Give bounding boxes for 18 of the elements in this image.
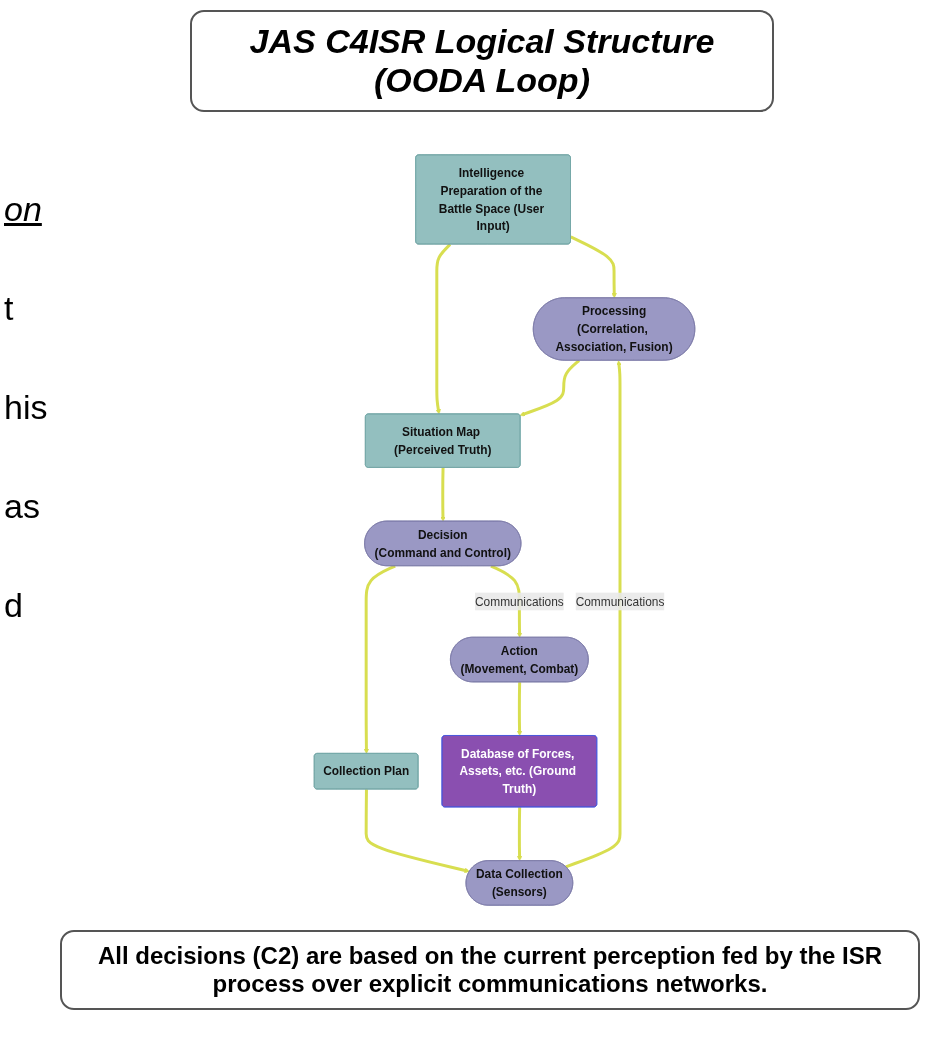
edge-label: Communications — [576, 594, 665, 609]
arrow — [517, 682, 523, 736]
cropped-text: his — [4, 388, 49, 427]
title-box: JAS C4ISR Logical Structure (OODA Loop) — [190, 10, 774, 112]
arrow — [435, 243, 452, 415]
cropped-text: on — [4, 190, 43, 229]
cropped-text: d — [4, 586, 24, 625]
arrow — [517, 807, 523, 862]
arrow — [364, 564, 397, 754]
arrow — [440, 467, 447, 522]
arrow — [565, 360, 623, 869]
arrow — [520, 359, 581, 417]
arrow — [570, 235, 618, 299]
cropped-text: as — [4, 487, 41, 526]
arrow — [365, 789, 471, 873]
cropped-text: t — [4, 289, 15, 328]
edge-label: Communications — [475, 594, 565, 609]
caption-box: All decisions (C2) are based on the current perception fed by the ISR process over explicit communications networks. — [60, 930, 920, 1010]
